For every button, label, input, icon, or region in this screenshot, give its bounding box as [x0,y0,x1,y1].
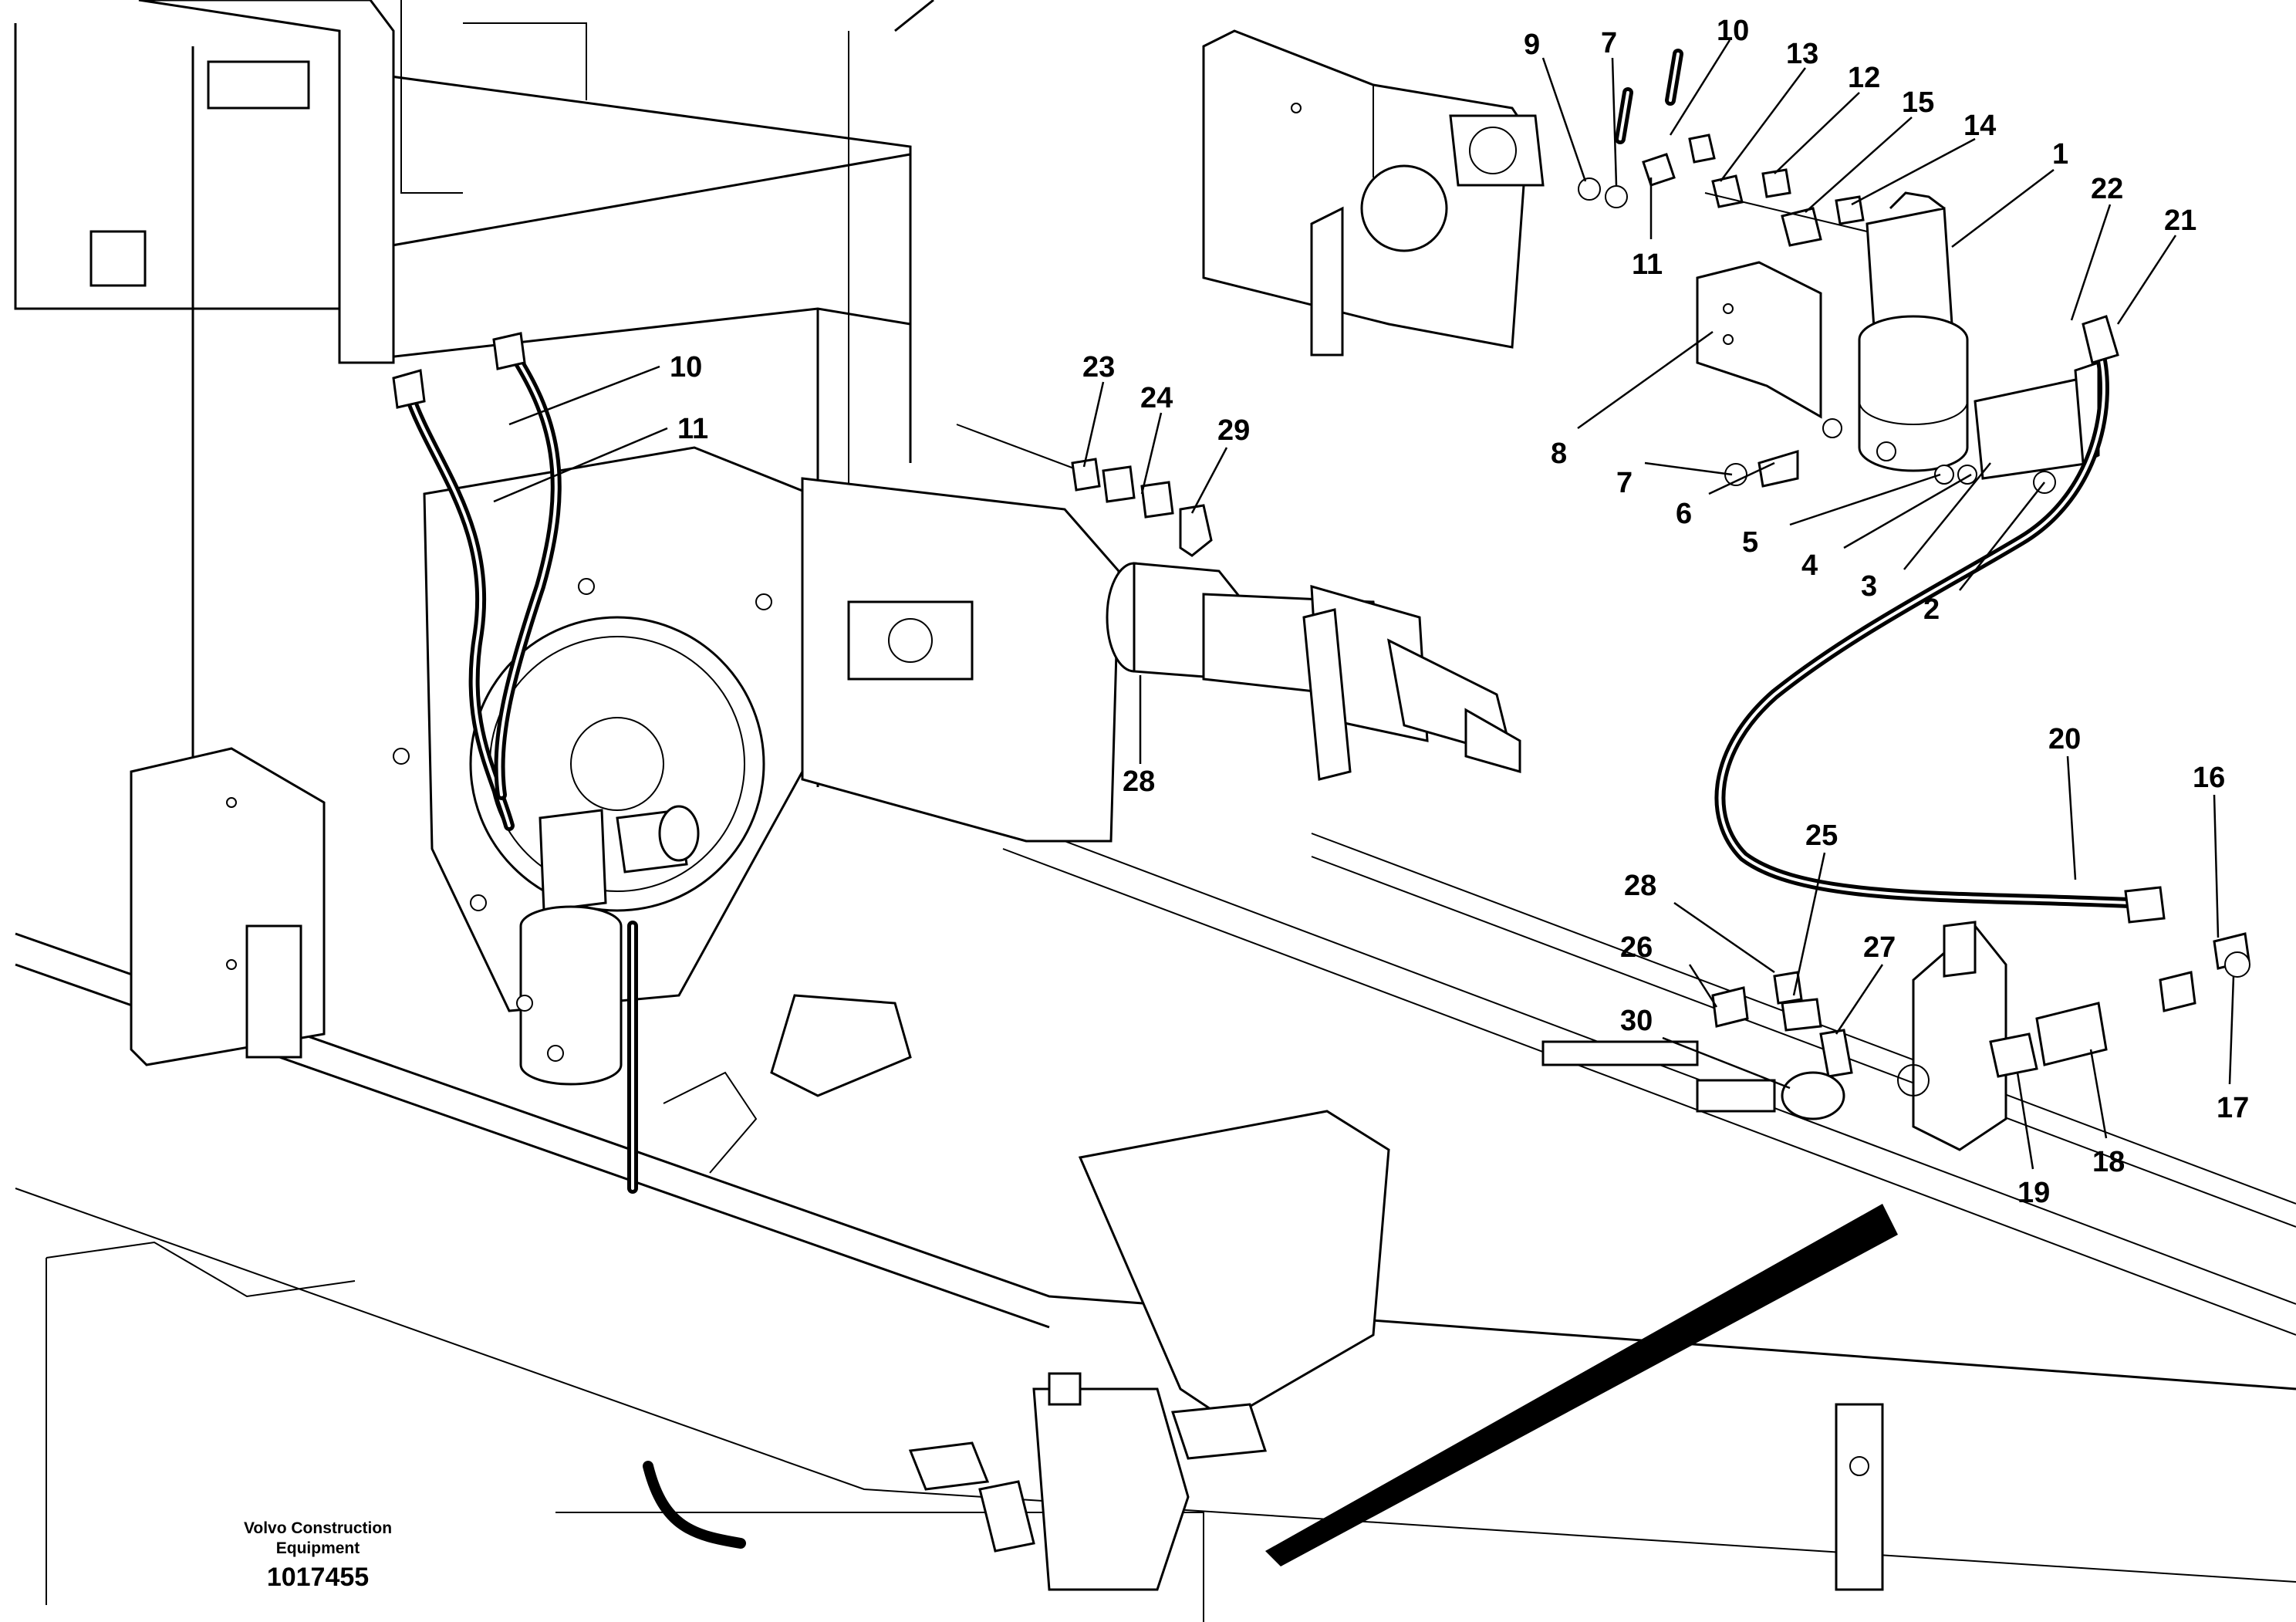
callout-19: 19 [2017,1177,2050,1209]
brand-line-2: Equipment [276,1539,360,1557]
brand-line-1: Volvo Construction [244,1519,392,1537]
callout-28: 28 [1624,870,1656,902]
callout-23: 23 [1082,351,1115,384]
callout-12: 12 [1848,62,1880,94]
callout-6: 6 [1676,498,1692,530]
callout-27: 27 [1863,931,1896,964]
callout-3: 3 [1861,570,1877,603]
machine-frame [14,0,2296,1622]
callout-17: 17 [2217,1092,2249,1124]
callout-11: 11 [677,413,708,445]
hose-20 [1714,315,2166,924]
callout-2: 2 [1923,593,1940,626]
callout-10: 10 [670,351,702,384]
document-number: 1017455 [267,1563,369,1592]
callout-16: 16 [2193,762,2225,794]
lower-valve-group [1711,921,2250,1151]
footer: Volvo Construction Equipment 1017455 [244,1519,392,1592]
callout-24: 24 [1140,382,1173,414]
callout-4: 4 [1801,549,1818,582]
callout-7: 7 [1601,27,1617,59]
callout-25: 25 [1805,819,1838,852]
callout-15: 15 [1902,86,1934,119]
bottom-valve [908,1204,1898,1591]
leader-lines [493,39,2235,1170]
callout-21: 21 [2164,204,2196,237]
callout-29: 29 [1217,414,1250,447]
top-bracket [1202,29,1545,357]
valve-assembly [1696,191,2100,494]
callout-10: 10 [1717,15,1749,47]
callout-26: 26 [1620,931,1653,964]
callout-1: 1 [2052,138,2068,171]
top-fittings [1578,49,1868,247]
callout-9: 9 [1524,29,1540,61]
callout-labels: 9 7 10 13 12 15 14 1 22 21 11 8 7 6 5 4 … [670,15,2249,1209]
callout-20: 20 [2048,723,2081,755]
callout-8: 8 [1551,438,1567,470]
callout-5: 5 [1742,526,1758,559]
callout-30: 30 [1620,1005,1653,1037]
cylinder-assembly [956,424,1521,781]
callout-7: 7 [1616,467,1633,499]
callout-28: 28 [1123,765,1155,798]
callout-18: 18 [2092,1146,2125,1178]
callout-22: 22 [2091,173,2123,205]
callout-13: 13 [1786,38,1818,70]
left-hoses [392,332,746,1549]
mounted-valve [516,805,700,1086]
callout-11: 11 [1632,248,1663,281]
callout-14: 14 [1963,110,1996,142]
